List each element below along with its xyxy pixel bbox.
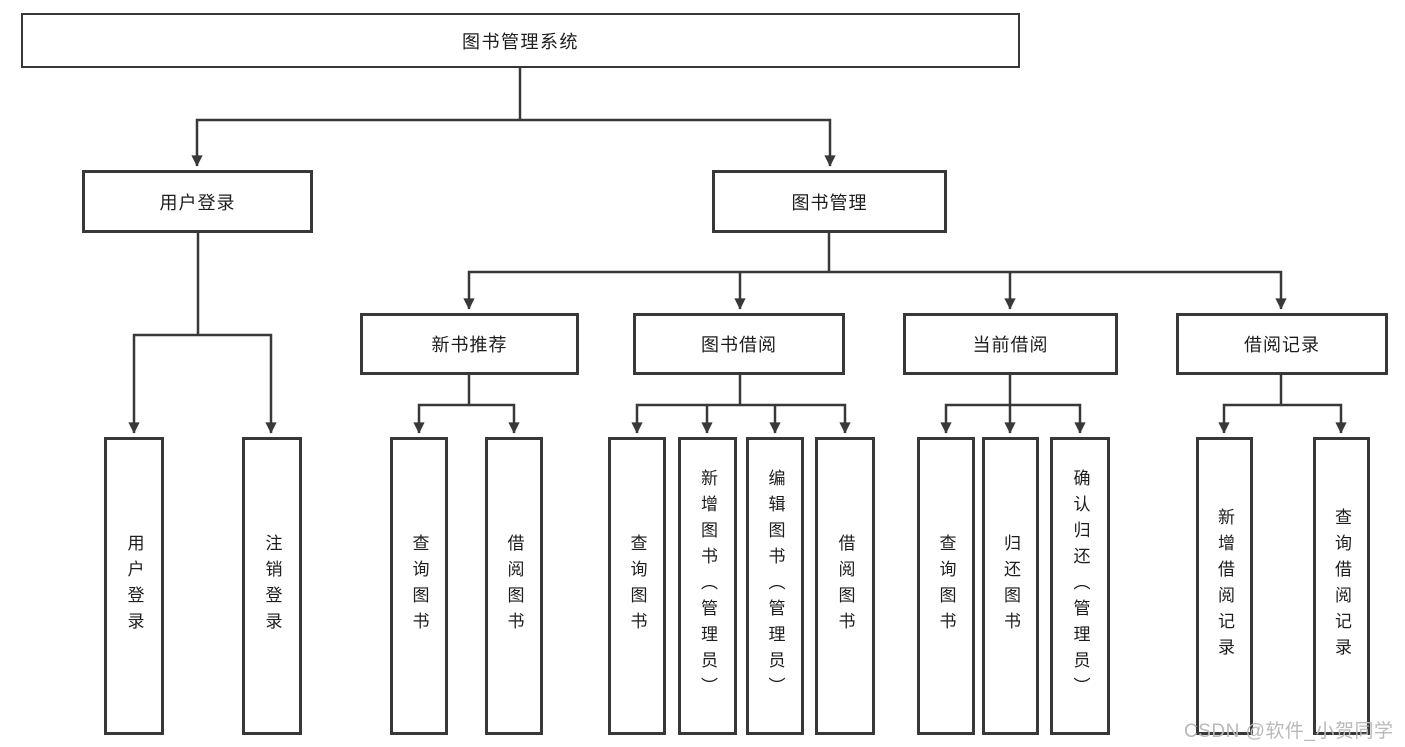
leaf-borrow-books: 借阅图书 bbox=[815, 437, 875, 735]
node-borrowing-records: 借阅记录 bbox=[1176, 313, 1388, 375]
leaf-confirm-return-admin: 确认归还（管理员） bbox=[1050, 437, 1110, 735]
node-label: 查询图书 bbox=[409, 534, 429, 638]
leaf-query-borrow-record: 查询借阅记录 bbox=[1313, 437, 1370, 735]
node-label: 查询借阅记录 bbox=[1332, 508, 1351, 664]
connectors-user-login bbox=[128, 233, 277, 434]
leaf-query-books-borrow: 查询图书 bbox=[608, 437, 666, 735]
node-library-management-system: 图书管理系统 bbox=[21, 13, 1020, 68]
leaf-add-book-admin: 新增图书（管理员） bbox=[678, 437, 737, 735]
connectors-book-management bbox=[463, 233, 1287, 310]
node-current-borrowing: 当前借阅 bbox=[903, 313, 1118, 375]
node-label: 新增图书（管理员） bbox=[698, 469, 717, 703]
connectors-root bbox=[191, 68, 836, 167]
node-label: 确认归还（管理员） bbox=[1070, 469, 1090, 703]
node-label: 查询图书 bbox=[936, 534, 956, 638]
leaf-user-login: 用户登录 bbox=[104, 437, 164, 735]
leaf-edit-book-admin: 编辑图书（管理员） bbox=[746, 437, 804, 735]
node-book-management: 图书管理 bbox=[712, 170, 947, 233]
connectors-new-book-recommendation bbox=[413, 375, 520, 434]
connectors-borrowing-records bbox=[1218, 375, 1347, 434]
node-book-borrowing: 图书借阅 bbox=[633, 313, 845, 375]
node-user-login: 用户登录 bbox=[82, 170, 313, 233]
connectors-current-borrowing bbox=[940, 375, 1086, 434]
node-label: 用户登录 bbox=[124, 534, 144, 638]
leaf-add-borrow-record: 新增借阅记录 bbox=[1196, 437, 1253, 735]
leaf-query-books-recommend: 查询图书 bbox=[390, 437, 448, 735]
leaf-return-books: 归还图书 bbox=[982, 437, 1039, 735]
leaf-query-books-current: 查询图书 bbox=[917, 437, 975, 735]
node-label: 归还图书 bbox=[1001, 534, 1020, 638]
node-new-book-recommendation: 新书推荐 bbox=[360, 313, 579, 375]
node-label: 借阅图书 bbox=[835, 534, 855, 638]
leaf-logout: 注销登录 bbox=[242, 437, 302, 735]
node-label: 新增借阅记录 bbox=[1215, 508, 1234, 664]
node-label: 借阅图书 bbox=[504, 534, 524, 638]
csdn-watermark: CSDN @软件_小贺同学 bbox=[1184, 721, 1394, 742]
node-label: 查询图书 bbox=[627, 534, 647, 638]
node-label: 编辑图书（管理员） bbox=[765, 469, 785, 703]
connectors-book-borrowing bbox=[631, 375, 851, 434]
leaf-borrow-books-recommend: 借阅图书 bbox=[485, 437, 543, 735]
node-label: 注销登录 bbox=[262, 534, 282, 638]
